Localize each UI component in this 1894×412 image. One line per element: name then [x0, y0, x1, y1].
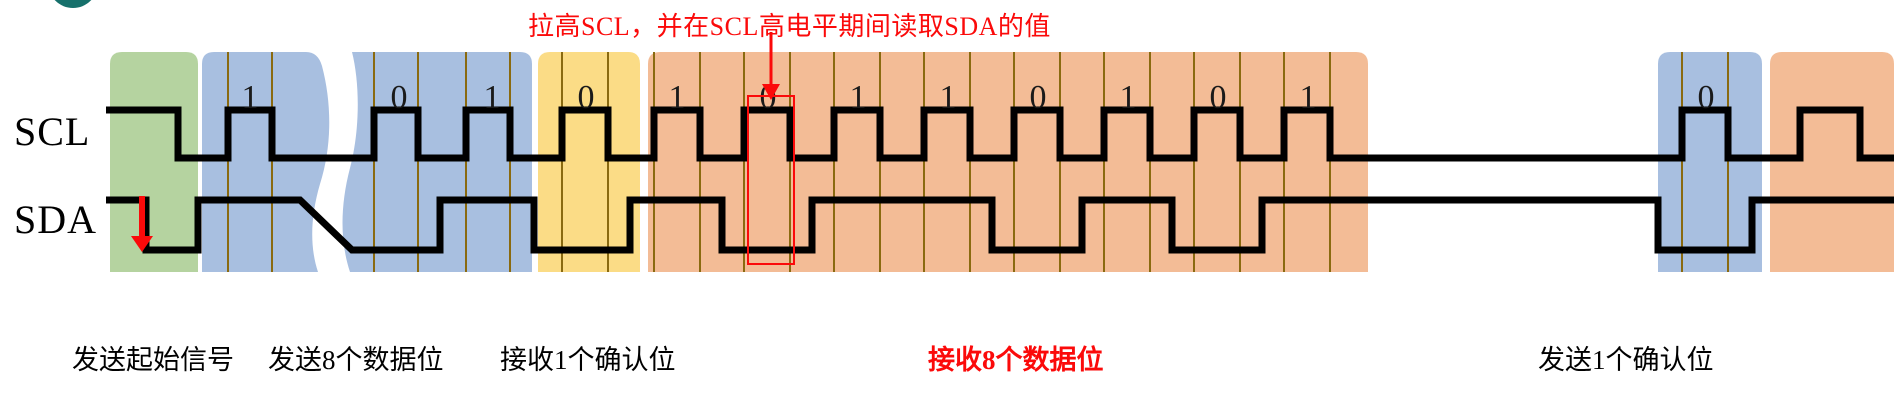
sda-waveform-seg0 [106, 196, 1894, 254]
bit-value-label-4: 1 [669, 79, 686, 116]
phase-label-3: 接收8个数据位 [928, 345, 1104, 375]
region-send-data-bits-left [202, 52, 330, 272]
bit-value-label-11: 1 [1300, 79, 1317, 116]
teal-decoration-mark [48, 0, 98, 8]
phase-label-4: 发送1个确认位 [1538, 345, 1714, 375]
region-trailing [1770, 52, 1894, 272]
bit-value-label-12: 0 [1698, 79, 1715, 116]
region-send-start-condition [110, 52, 198, 272]
bit-value-label-3: 0 [578, 79, 595, 116]
bit-value-label-1: 0 [391, 79, 408, 116]
read-point-arrow-head [762, 84, 780, 100]
bit-value-label-0: 1 [242, 79, 259, 116]
bit-value-label-6: 1 [850, 79, 867, 116]
bit-value-label-10: 0 [1210, 79, 1227, 116]
phase-label-2: 接收1个确认位 [500, 345, 676, 375]
bit-value-label-2: 1 [484, 79, 501, 116]
scl-waveform-seg0 [106, 106, 1894, 162]
bit-value-label-8: 0 [1030, 79, 1047, 116]
bit-value-label-7: 1 [940, 79, 957, 116]
sda-signal-label: SDA [14, 197, 98, 242]
region-receive-data-bits [648, 52, 1368, 272]
bit-value-label-9: 1 [1120, 79, 1137, 116]
scl-signal-label: SCL [14, 109, 91, 154]
read-sda-annotation: 拉高SCL，并在SCL高电平期间读取SDA的值 [528, 12, 1051, 41]
phase-label-0: 发送起始信号 [72, 345, 234, 375]
phase-label-1: 发送8个数据位 [268, 345, 444, 375]
start-condition-sda-arrow-head [131, 236, 153, 252]
